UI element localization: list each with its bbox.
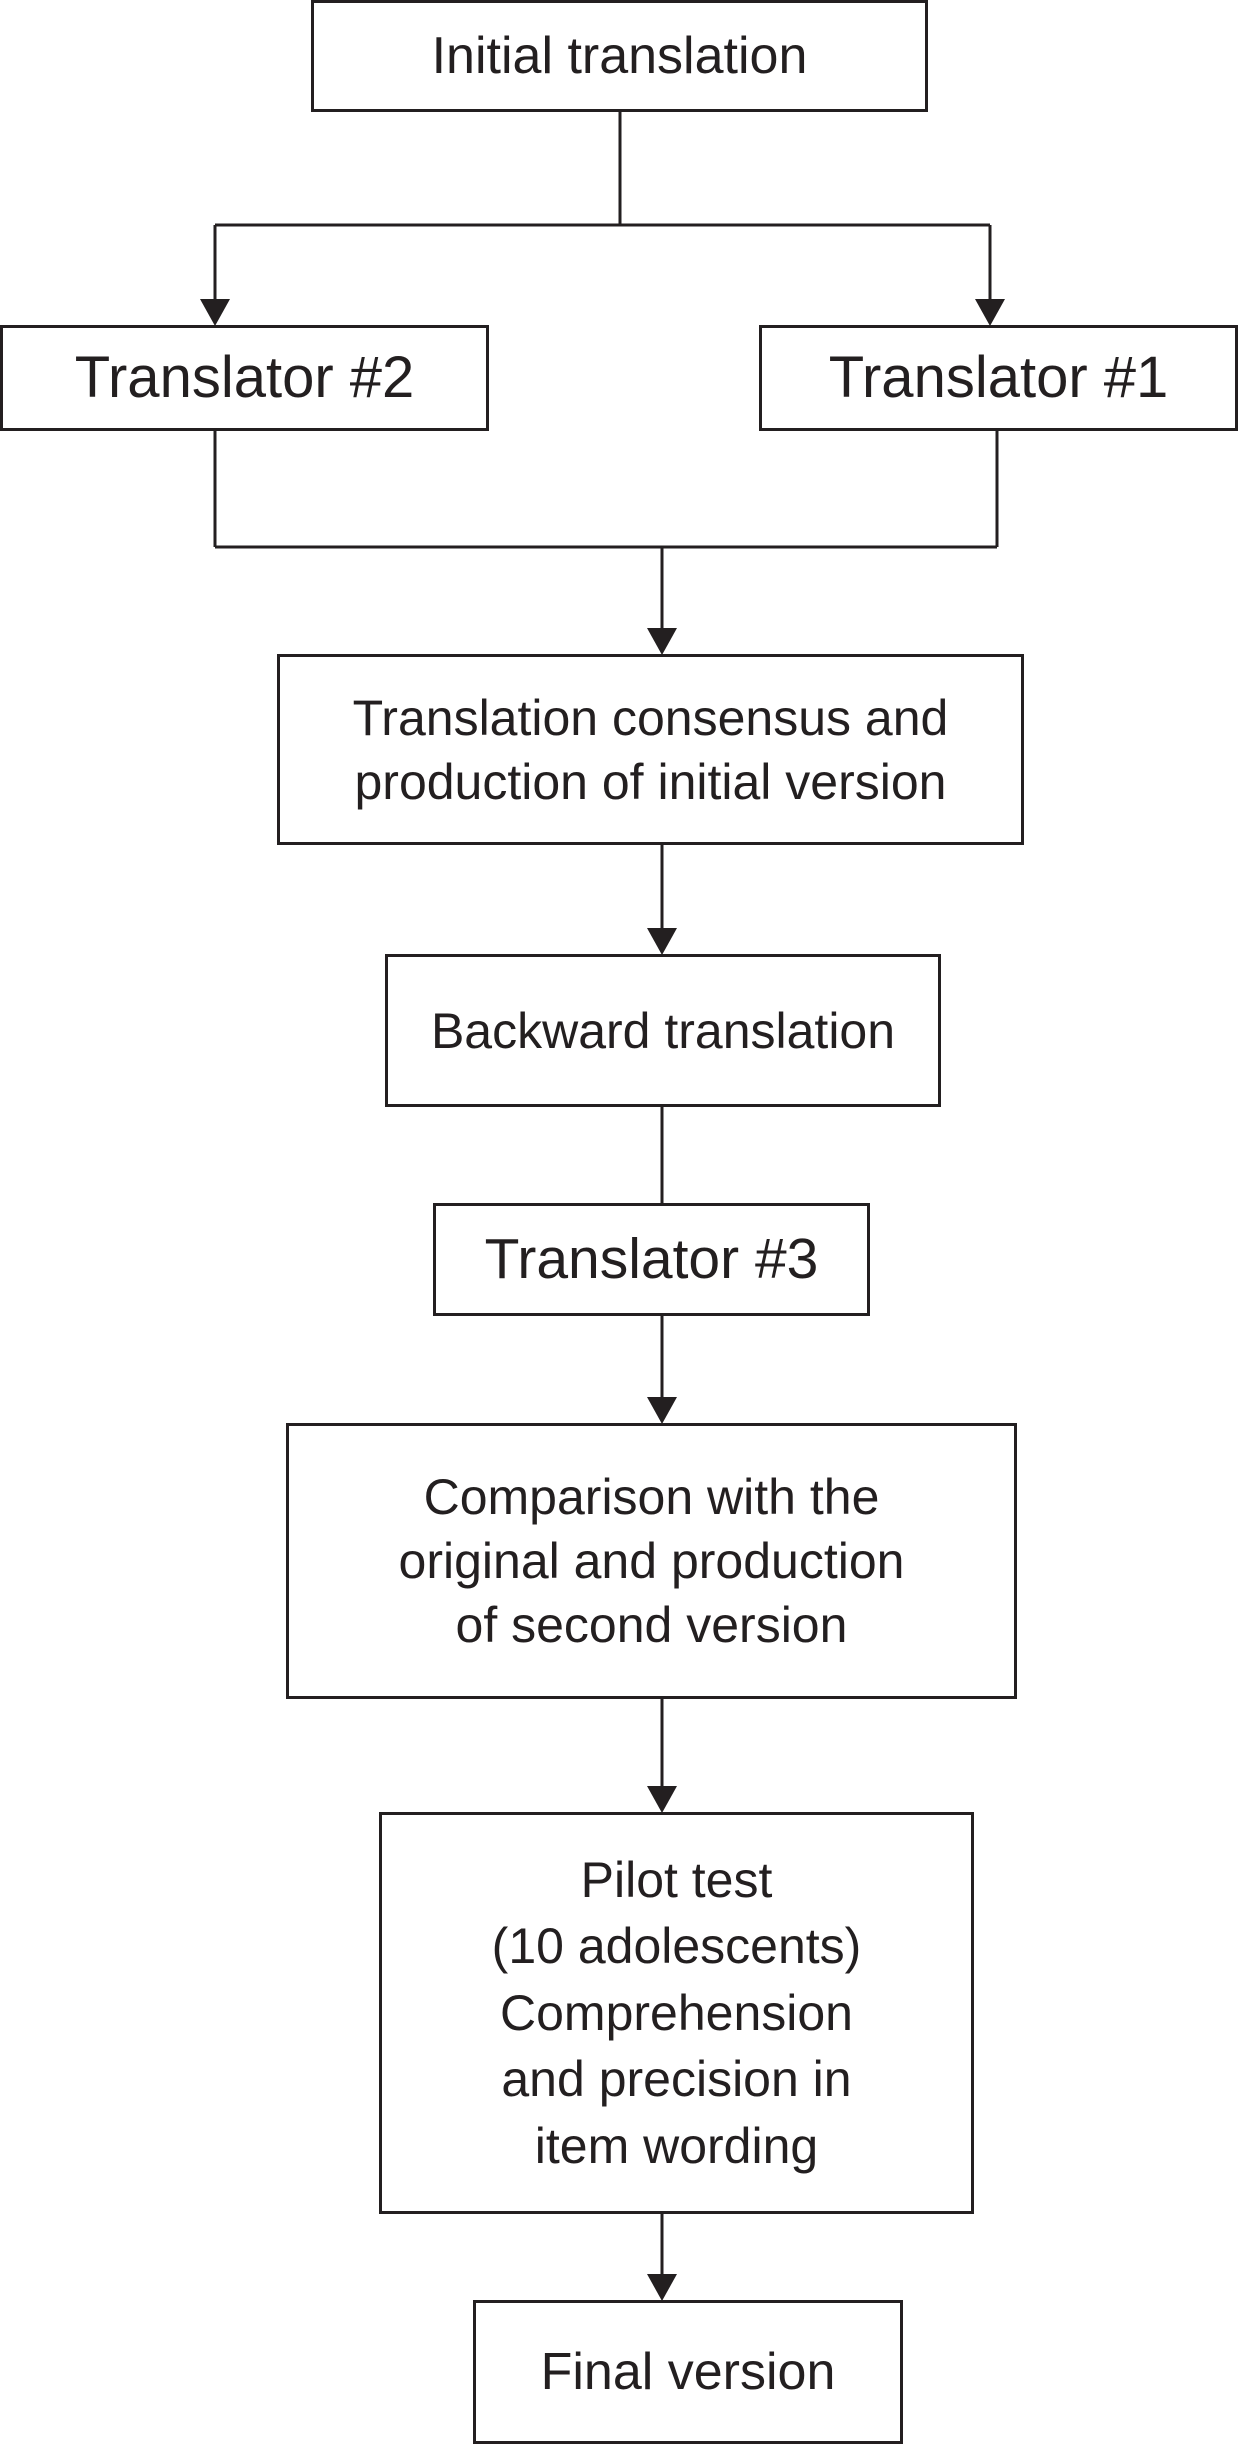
- node-backward-translation-label: Backward translation: [430, 1002, 896, 1059]
- arrowhead-to-translator-2: [200, 299, 230, 326]
- node-translator-3-label: Translator #3: [484, 1227, 819, 1292]
- node-translator-2: Translator #2: [0, 325, 489, 431]
- node-translator-3: Translator #3: [433, 1203, 870, 1316]
- node-comparison-label: Comparison with the original and product…: [398, 1469, 905, 1653]
- arrowhead-to-final: [647, 2274, 677, 2301]
- node-final-version: Final version: [473, 2300, 903, 2444]
- node-translation-consensus-label: Translation consensus and production of …: [352, 689, 949, 810]
- arrowhead-to-pilot: [647, 1786, 677, 1813]
- node-translator-1: Translator #1: [759, 325, 1238, 431]
- node-comparison: Comparison with the original and product…: [286, 1423, 1017, 1699]
- node-translator-1-label: Translator #1: [828, 344, 1169, 410]
- node-initial-translation-label: Initial translation: [431, 26, 808, 85]
- arrowhead-to-translator-1: [975, 299, 1005, 326]
- node-pilot-test-label: Pilot test (10 adolescents) Comprehensio…: [491, 1851, 862, 2174]
- node-pilot-test: Pilot test (10 adolescents) Comprehensio…: [379, 1812, 974, 2214]
- arrowhead-to-comparison: [647, 1397, 677, 1424]
- node-initial-translation: Initial translation: [311, 0, 928, 112]
- node-backward-translation: Backward translation: [385, 954, 941, 1107]
- node-translator-2-label: Translator #2: [74, 344, 415, 410]
- node-final-version-label: Final version: [540, 2342, 836, 2401]
- node-translation-consensus: Translation consensus and production of …: [277, 654, 1024, 845]
- arrowhead-to-consensus: [647, 628, 677, 655]
- arrowhead-to-backward: [647, 928, 677, 955]
